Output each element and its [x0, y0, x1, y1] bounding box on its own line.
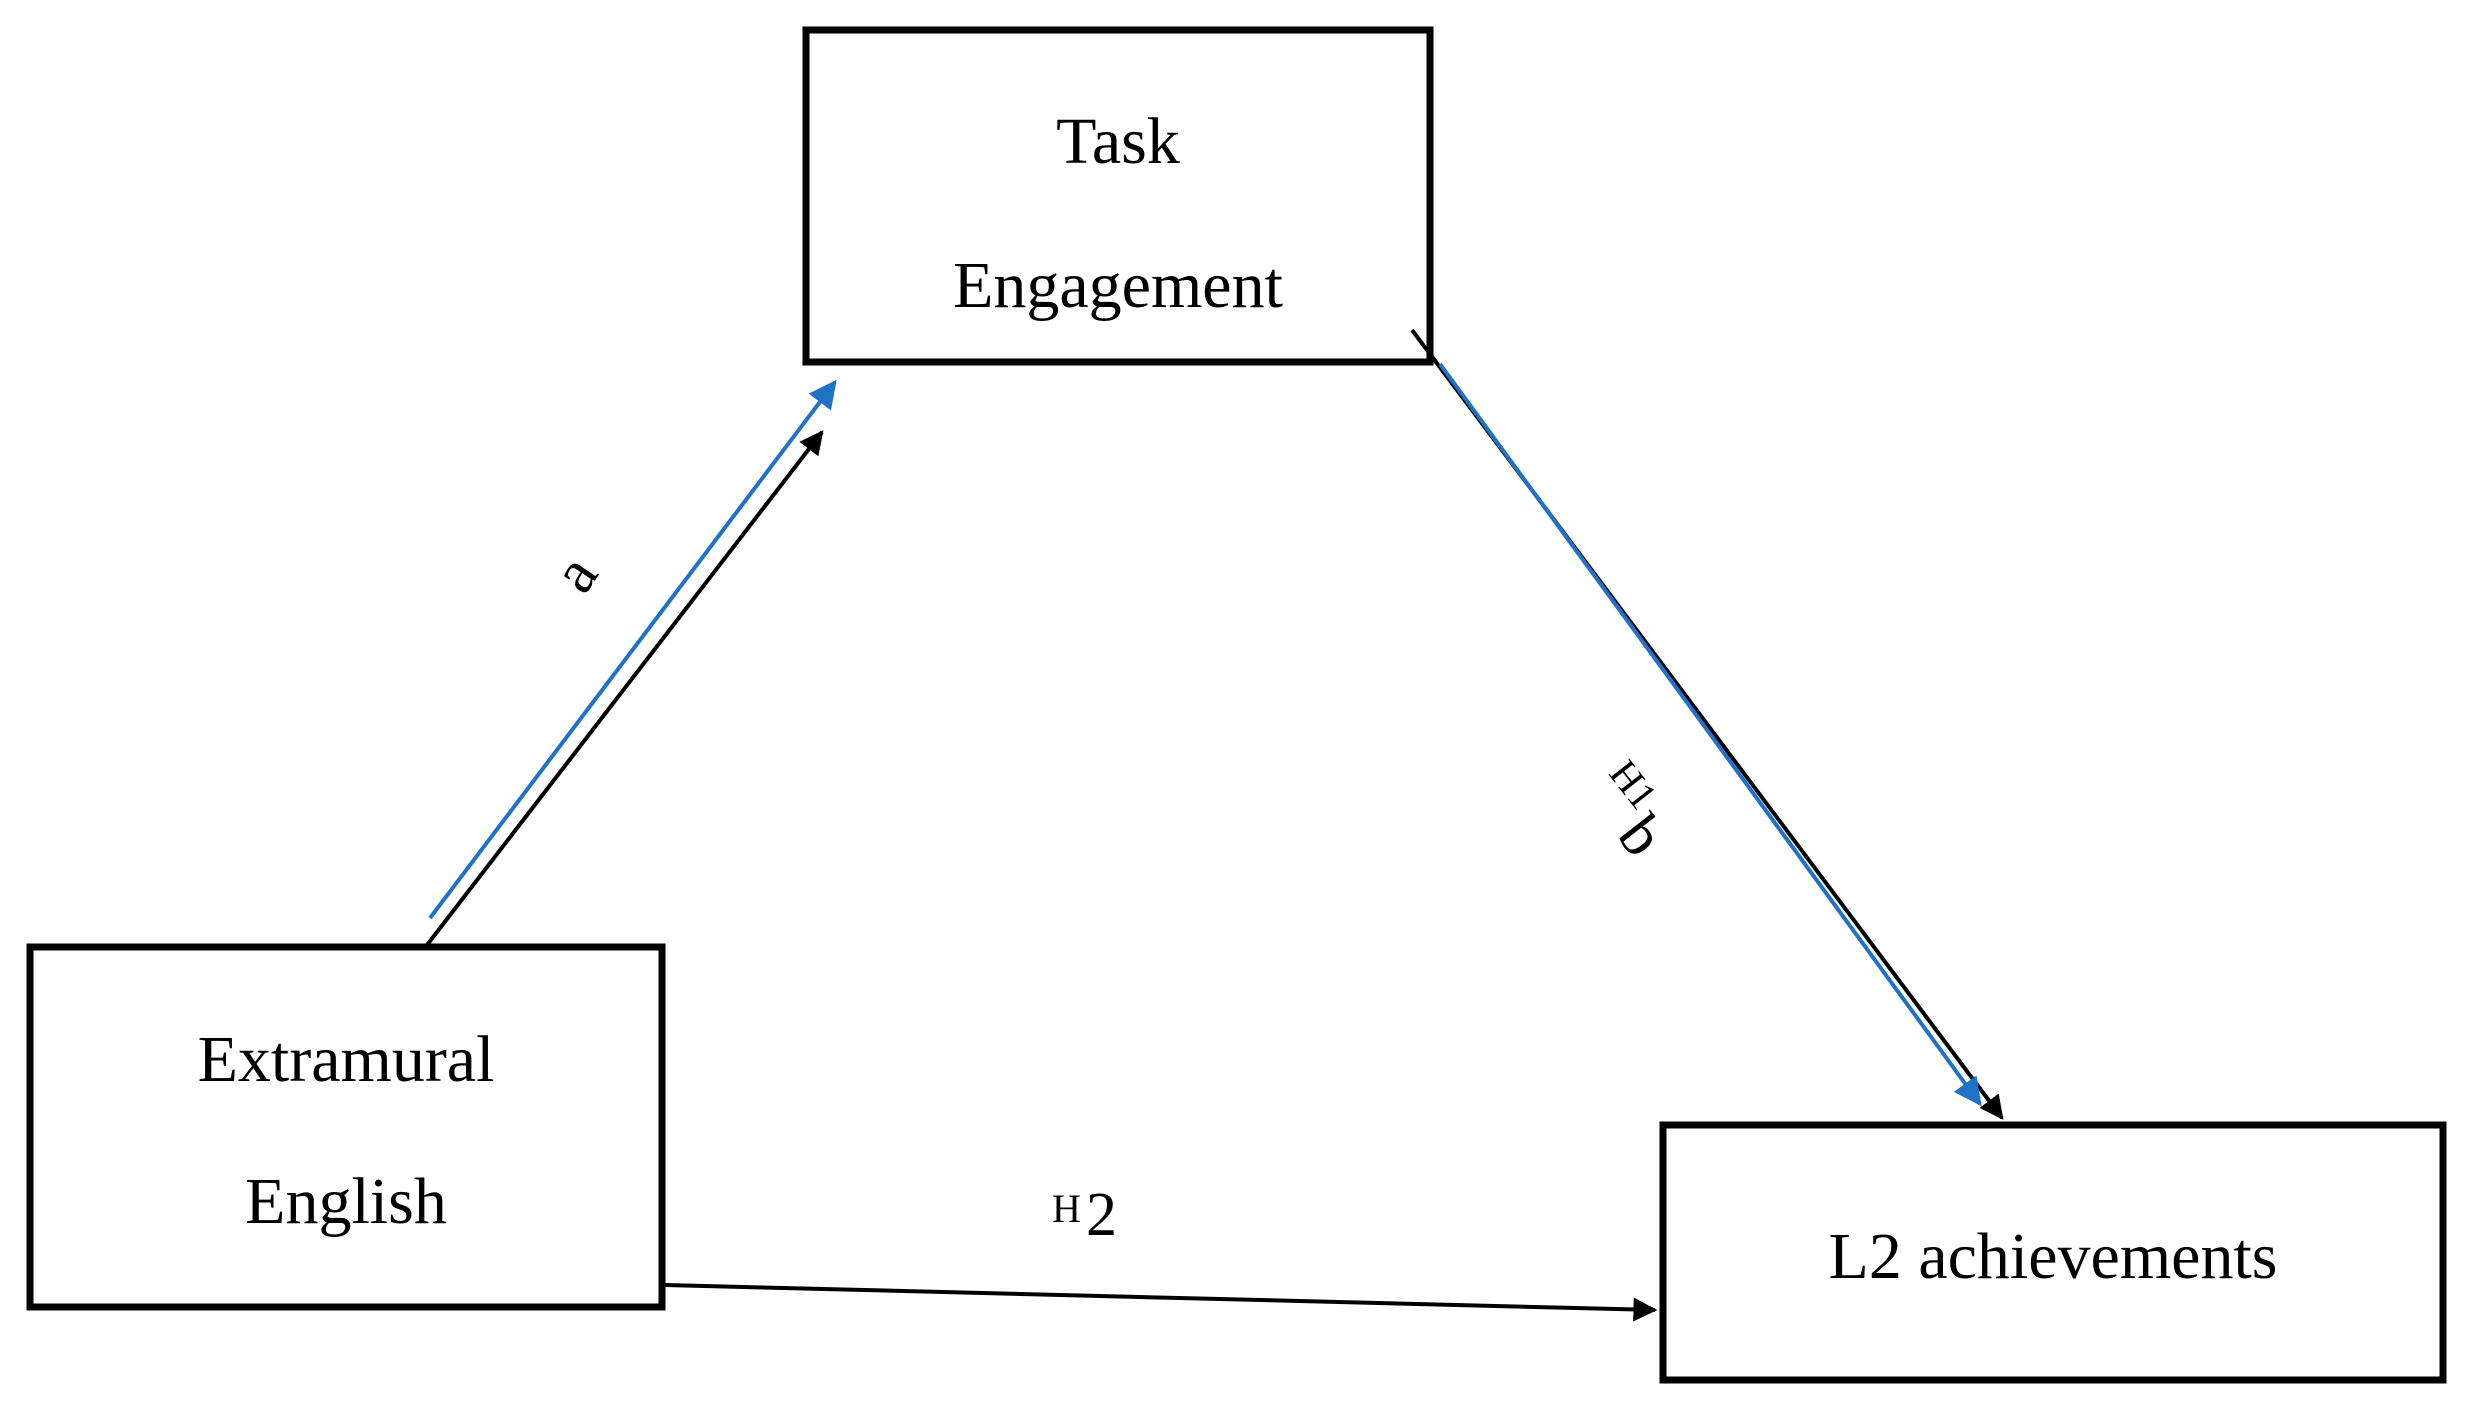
path-a-highlight-arrow	[428, 379, 837, 920]
path-b: H1 b	[1410, 328, 2004, 1120]
mediator-box	[802, 26, 1434, 366]
outcome-box	[1659, 1121, 2447, 1384]
path-a: a	[425, 379, 837, 947]
mediator-node: Task Engagement	[802, 26, 1434, 366]
path-c-prefix: H	[1052, 1186, 1081, 1231]
predictor-label-line1: Extramural	[198, 1023, 495, 1096]
mediator-label-line2: Engagement	[953, 249, 1283, 322]
path-c: H 2	[664, 1181, 1658, 1322]
outcome-node: L2 achievements	[1659, 1121, 2447, 1384]
path-a-arrow	[425, 430, 824, 947]
path-c-label: 2	[1086, 1181, 1117, 1249]
path-b-label: b	[1605, 803, 1678, 869]
mediator-label-line1: Task	[1056, 105, 1180, 178]
predictor-box	[26, 943, 666, 1311]
predictor-label-line2: English	[245, 1165, 447, 1238]
predictor-node: Extramural English	[26, 943, 666, 1311]
path-b-highlight-arrow	[1438, 362, 1982, 1107]
path-c-arrow	[664, 1283, 1658, 1322]
outcome-label: L2 achievements	[1829, 1220, 2278, 1293]
path-a-label: a	[540, 543, 612, 604]
